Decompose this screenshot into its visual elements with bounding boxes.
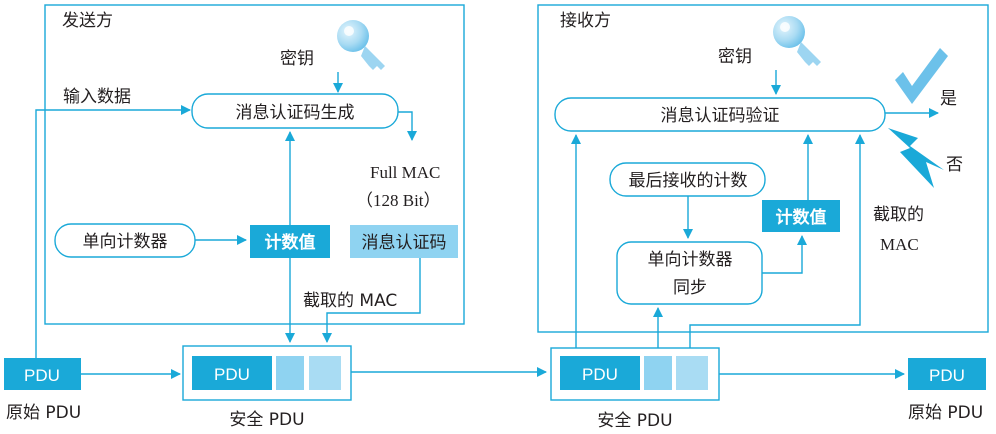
full-mac-size: （128 Bit） <box>356 191 441 210</box>
secure-pdu-left-caption: 安全 PDU <box>229 410 304 430</box>
secure-pdu-left-pdu <box>192 356 272 390</box>
sender-frame <box>44 4 465 325</box>
full-mac-label: Full MAC <box>370 163 440 182</box>
sender-truncated-label: 截取的 MAC <box>303 291 397 311</box>
original-pdu-right <box>908 358 986 390</box>
receiver-title: 接收方 <box>560 11 611 31</box>
last-count-label: 最后接收的计数 <box>629 171 748 191</box>
input-data-label: 输入数据 <box>63 87 131 107</box>
original-pdu-right-label: PDU <box>929 366 965 385</box>
counter-sync-label-1: 单向计数器 <box>648 250 733 270</box>
receiver-truncated-label-2: MAC <box>880 235 919 254</box>
sender-count-value-label: 计数值 <box>265 232 316 253</box>
key-icon <box>773 16 821 66</box>
secure-pdu-left-count <box>276 356 304 390</box>
secure-pdu-left-pdu-label: PDU <box>214 365 250 384</box>
original-pdu-left <box>4 358 81 390</box>
sender-mac-label: 消息认证码 <box>362 233 447 253</box>
receiver-truncated-label-1: 截取的 <box>873 205 924 225</box>
secure-pdu-right-count <box>644 356 672 390</box>
mac-verify-label: 消息认证码验证 <box>661 106 780 126</box>
sender-counter-label: 单向计数器 <box>83 232 168 252</box>
original-pdu-right-caption: 原始 PDU <box>908 403 983 423</box>
receiver-key-label: 密钥 <box>718 47 752 67</box>
no-label: 否 <box>946 155 963 175</box>
mac-verify-box <box>554 97 886 132</box>
sender-title: 发送方 <box>62 11 113 31</box>
secure-pdu-right-pdu <box>560 356 640 390</box>
original-pdu-left-label: PDU <box>24 366 60 385</box>
secure-pdu-right-mac <box>676 356 708 390</box>
lightning-icon <box>888 128 944 188</box>
receiver-frame <box>537 4 989 333</box>
check-icon <box>895 48 948 104</box>
counter-sync-label-2: 同步 <box>673 278 707 298</box>
secure-pdu-right-caption: 安全 PDU <box>597 411 672 431</box>
yes-label: 是 <box>940 89 957 109</box>
sender-mac-box <box>350 225 458 258</box>
receiver-count-value-label: 计数值 <box>776 207 827 228</box>
mac-generation-box <box>191 93 399 129</box>
receiver-count-value-box <box>762 200 840 232</box>
secure-pdu-left-mac <box>309 356 341 390</box>
mac-generation-label: 消息认证码生成 <box>236 103 355 123</box>
key-icon <box>337 20 385 70</box>
secure-pdu-right-pdu-label: PDU <box>582 365 618 384</box>
sender-count-value-box <box>250 225 330 258</box>
original-pdu-left-caption: 原始 PDU <box>6 403 81 423</box>
sender-key-label: 密钥 <box>280 49 314 69</box>
